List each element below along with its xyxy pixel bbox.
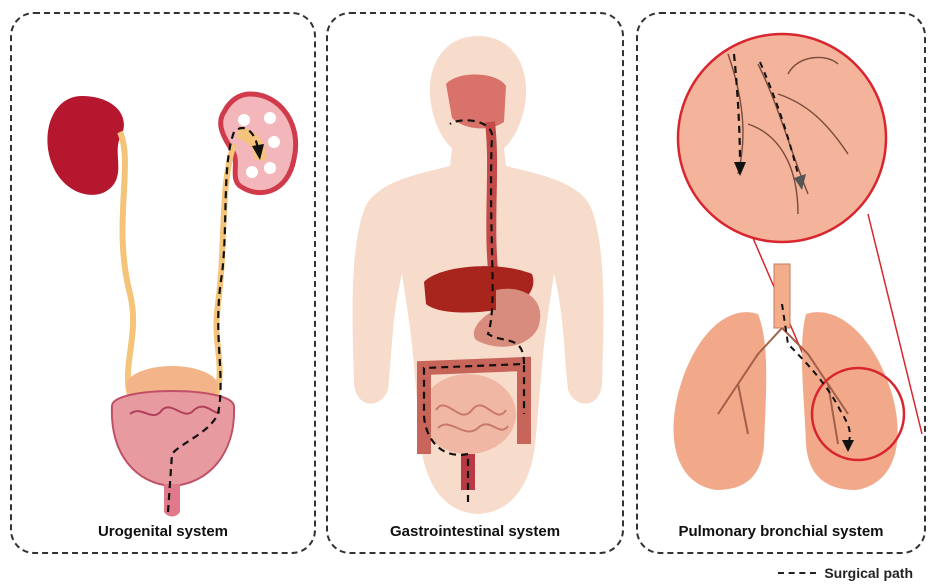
urogenital-illustration (12, 14, 318, 556)
magnified-view (678, 34, 886, 242)
urogenital-panel: Urogenital system (10, 12, 316, 554)
pulmonary-panel: Pulmonary bronchial system (636, 12, 926, 554)
pulmonary-caption: Pulmonary bronchial system (638, 523, 924, 540)
dashed-line-swatch (778, 572, 816, 574)
right-lung (802, 312, 898, 490)
legend-label: Surgical path (824, 565, 913, 581)
gastrointestinal-panel: Gastrointestinal system (326, 12, 624, 554)
trachea (774, 264, 790, 328)
left-ureter (120, 132, 133, 396)
urethra (164, 484, 180, 517)
right-ureter (216, 144, 234, 396)
bladder (112, 391, 234, 486)
gastrointestinal-illustration (328, 14, 626, 556)
left-kidney (47, 96, 123, 195)
left-lung (674, 312, 767, 490)
oral-cavity (446, 74, 506, 128)
gastrointestinal-caption: Gastrointestinal system (328, 523, 622, 540)
urogenital-caption: Urogenital system (12, 523, 314, 540)
pulmonary-illustration (638, 14, 928, 556)
surgical-path-legend: Surgical path (778, 565, 913, 581)
